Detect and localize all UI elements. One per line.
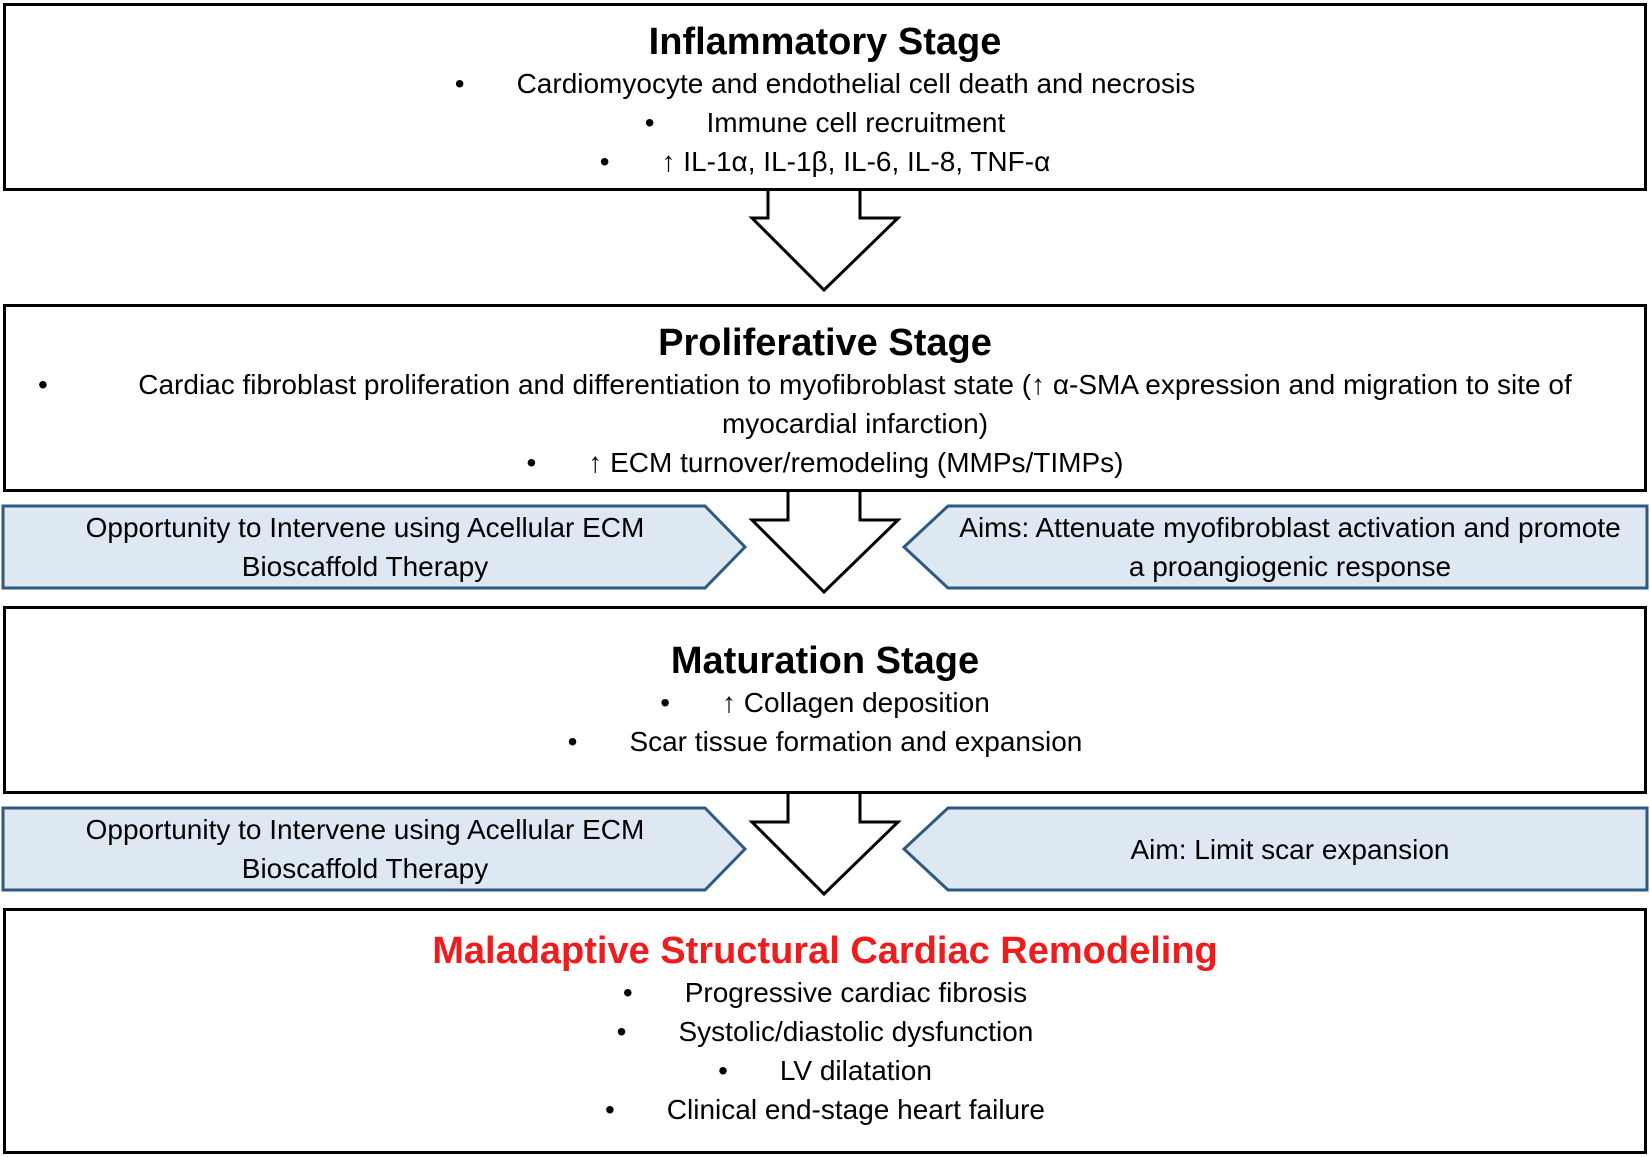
proliferative-bullets: •Cardiac fibroblast proliferation and di…: [6, 365, 1644, 482]
callout-shape-left-1: [1, 504, 748, 590]
remodeling-stage-box: Maladaptive Structural Cardiac Remodelin…: [3, 908, 1647, 1154]
arrow-down-icon-3: [748, 792, 902, 897]
list-item: •Cardiomyocyte and endothelial cell deat…: [454, 68, 1196, 99]
maturation-stage-title: Maturation Stage: [670, 640, 980, 682]
list-item: •↑ Collagen deposition: [660, 687, 990, 718]
list-item: •Systolic/diastolic dysfunction: [616, 1016, 1034, 1047]
inflammatory-bullets: •Cardiomyocyte and endothelial cell deat…: [6, 64, 1644, 181]
remodeling-stage-title: Maladaptive Structural Cardiac Remodelin…: [432, 930, 1218, 972]
inflammatory-stage-title: Inflammatory Stage: [648, 21, 1002, 63]
list-item: •Cardiac fibroblast proliferation and di…: [38, 369, 1572, 439]
callout-right-2: Aim: Limit scar expansion: [1130, 834, 1450, 865]
list-item: •Clinical end-stage heart failure: [604, 1094, 1046, 1125]
list-item: •Immune cell recruitment: [644, 107, 1006, 138]
callout-shape-left-2: [1, 806, 748, 892]
list-item: •LV dilatation: [718, 1055, 932, 1086]
maturation-bullets: •↑ Collagen deposition •Scar tissue form…: [6, 683, 1644, 761]
proliferative-stage-box: Proliferative Stage •Cardiac fibroblast …: [3, 304, 1647, 492]
list-item: •↑ ECM turnover/remodeling (MMPs/TIMPs): [526, 447, 1124, 478]
arrow-down-icon-2: [748, 490, 902, 595]
callout-left-1: Opportunity to Intervene using Acellular…: [85, 512, 645, 582]
list-item: •↑ IL-1α, IL-1β, IL-6, IL-8, TNF-α: [599, 146, 1051, 177]
remodeling-bullets: •Progressive cardiac fibrosis •Systolic/…: [6, 973, 1644, 1129]
proliferative-stage-title: Proliferative Stage: [658, 322, 992, 364]
callout-shape-right-1: [901, 504, 1649, 590]
list-item: •Scar tissue formation and expansion: [567, 726, 1083, 757]
arrow-down-icon-1: [748, 188, 902, 293]
callout-shape-right-2: [901, 806, 1649, 892]
maturation-stage-box: Maturation Stage •↑ Collagen deposition …: [3, 606, 1647, 794]
list-item: •Progressive cardiac fibrosis: [622, 977, 1028, 1008]
inflammatory-stage-box: Inflammatory Stage •Cardiomyocyte and en…: [3, 3, 1647, 191]
callout-right-1: Aims: Attenuate myofibroblast activation…: [959, 512, 1621, 582]
callout-left-2: Opportunity to Intervene using Acellular…: [85, 814, 645, 884]
